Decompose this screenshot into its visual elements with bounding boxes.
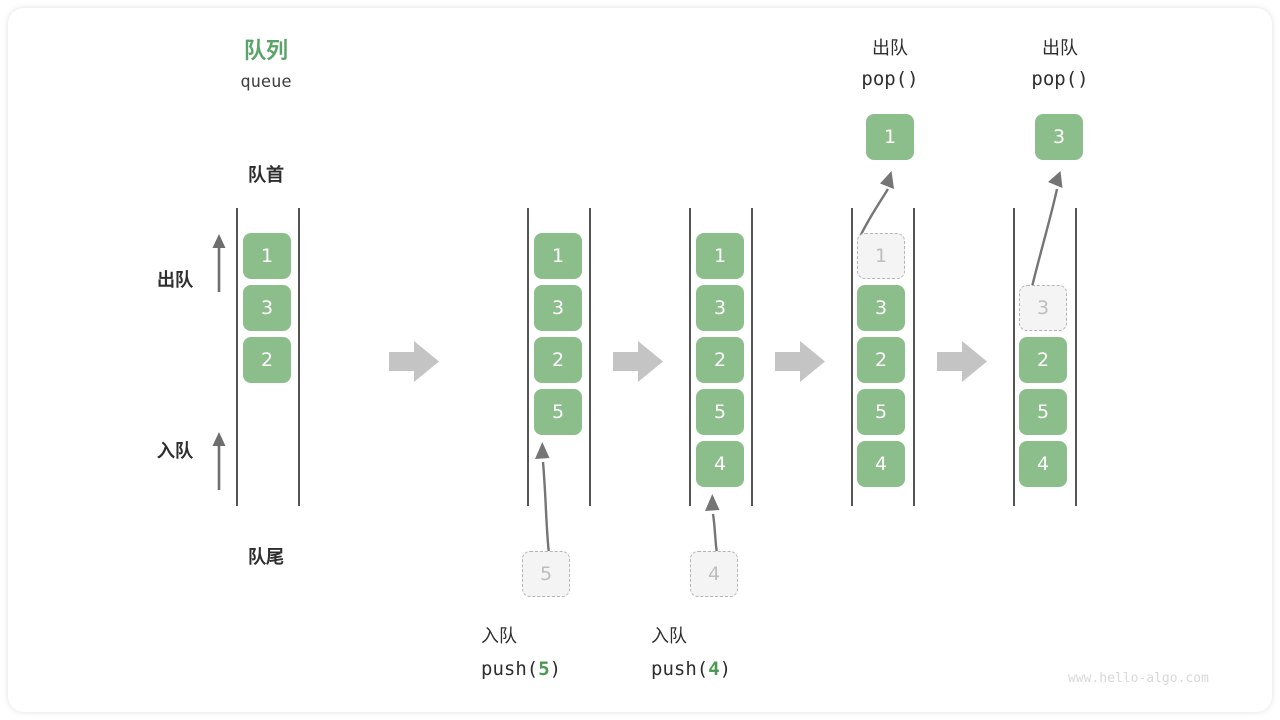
queue-rail-left-2 — [689, 208, 691, 506]
queue-rail-left-1 — [527, 208, 529, 506]
queue-cell: 1 — [534, 233, 582, 279]
queue-cell: 3 — [243, 285, 291, 331]
push-arrow-1-icon — [535, 442, 551, 555]
push-code-pre-2: push( — [651, 658, 709, 680]
dequeue-arrow-icon — [212, 234, 226, 292]
push-op-code-1: push(5) — [481, 658, 651, 680]
diagram-title-en: queue — [240, 72, 292, 92]
queue-rail-right-4 — [1075, 208, 1077, 506]
queue-cell: 5 — [1019, 389, 1067, 435]
diagram-title-cn: 队列 — [243, 39, 288, 64]
queue-cell-ghost: 3 — [1019, 285, 1067, 331]
incoming-cell: 5 — [522, 551, 570, 597]
popped-cell: 3 — [1035, 114, 1083, 160]
pop-op-code-1: pop() — [861, 68, 919, 90]
push-op-label-2: 入队 — [651, 626, 687, 647]
dequeue-label: 出队 — [157, 270, 193, 291]
queue-cell: 4 — [696, 441, 744, 487]
queue-cell: 4 — [857, 441, 905, 487]
step-connector-icon — [775, 341, 825, 382]
pop-arrow-2-icon — [1029, 171, 1063, 292]
queue-cell: 2 — [534, 337, 582, 383]
queue-cell: 4 — [1019, 441, 1067, 487]
queue-cell: 2 — [857, 337, 905, 383]
push-arrow-2-icon — [705, 494, 720, 555]
queue-cell: 3 — [696, 285, 744, 331]
watermark: www.hello-algo.com — [1068, 671, 1209, 686]
queue-cell: 3 — [857, 285, 905, 331]
push-code-post-2: ) — [719, 658, 732, 680]
queue-rail-left-4 — [1013, 208, 1015, 506]
step-connector-icon — [613, 341, 663, 382]
incoming-cell: 4 — [690, 551, 738, 597]
push-code-pre-1: push( — [481, 658, 539, 680]
queue-cell: 2 — [696, 337, 744, 383]
queue-cell: 5 — [857, 389, 905, 435]
queue-cell-ghost: 1 — [857, 233, 905, 279]
push-op-label-1: 入队 — [481, 626, 517, 647]
queue-cell: 1 — [696, 233, 744, 279]
push-op-code-2: push(4) — [651, 658, 821, 680]
pop-op-label-1: 出队 — [872, 38, 908, 59]
queue-cell: 2 — [1019, 337, 1067, 383]
push-code-post-1: ) — [549, 658, 562, 680]
step-connector-icon — [937, 341, 987, 382]
queue-cell: 3 — [534, 285, 582, 331]
enqueue-arrow-icon — [212, 432, 226, 490]
front-label: 队首 — [248, 165, 284, 186]
push-code-arg-2: 4 — [708, 658, 720, 680]
queue-cell: 5 — [696, 389, 744, 435]
queue-cell: 1 — [243, 233, 291, 279]
queue-cell: 5 — [534, 389, 582, 435]
queue-rail-right-3 — [913, 208, 915, 506]
enqueue-label: 入队 — [157, 441, 193, 462]
queue-rail-left-3 — [851, 208, 853, 506]
pop-op-code-2: pop() — [1031, 68, 1089, 90]
queue-rail-right-2 — [751, 208, 753, 506]
rear-label: 队尾 — [248, 547, 284, 568]
queue-rail-right-0 — [298, 208, 300, 506]
popped-cell: 1 — [866, 114, 914, 160]
step-connector-icon — [389, 341, 439, 382]
queue-rail-right-1 — [589, 208, 591, 506]
queue-cell: 2 — [243, 337, 291, 383]
queue-rail-left-0 — [236, 208, 238, 506]
pop-op-label-2: 出队 — [1042, 38, 1078, 59]
push-code-arg-1: 5 — [538, 658, 550, 680]
pop-arrow-1-icon — [856, 171, 894, 242]
